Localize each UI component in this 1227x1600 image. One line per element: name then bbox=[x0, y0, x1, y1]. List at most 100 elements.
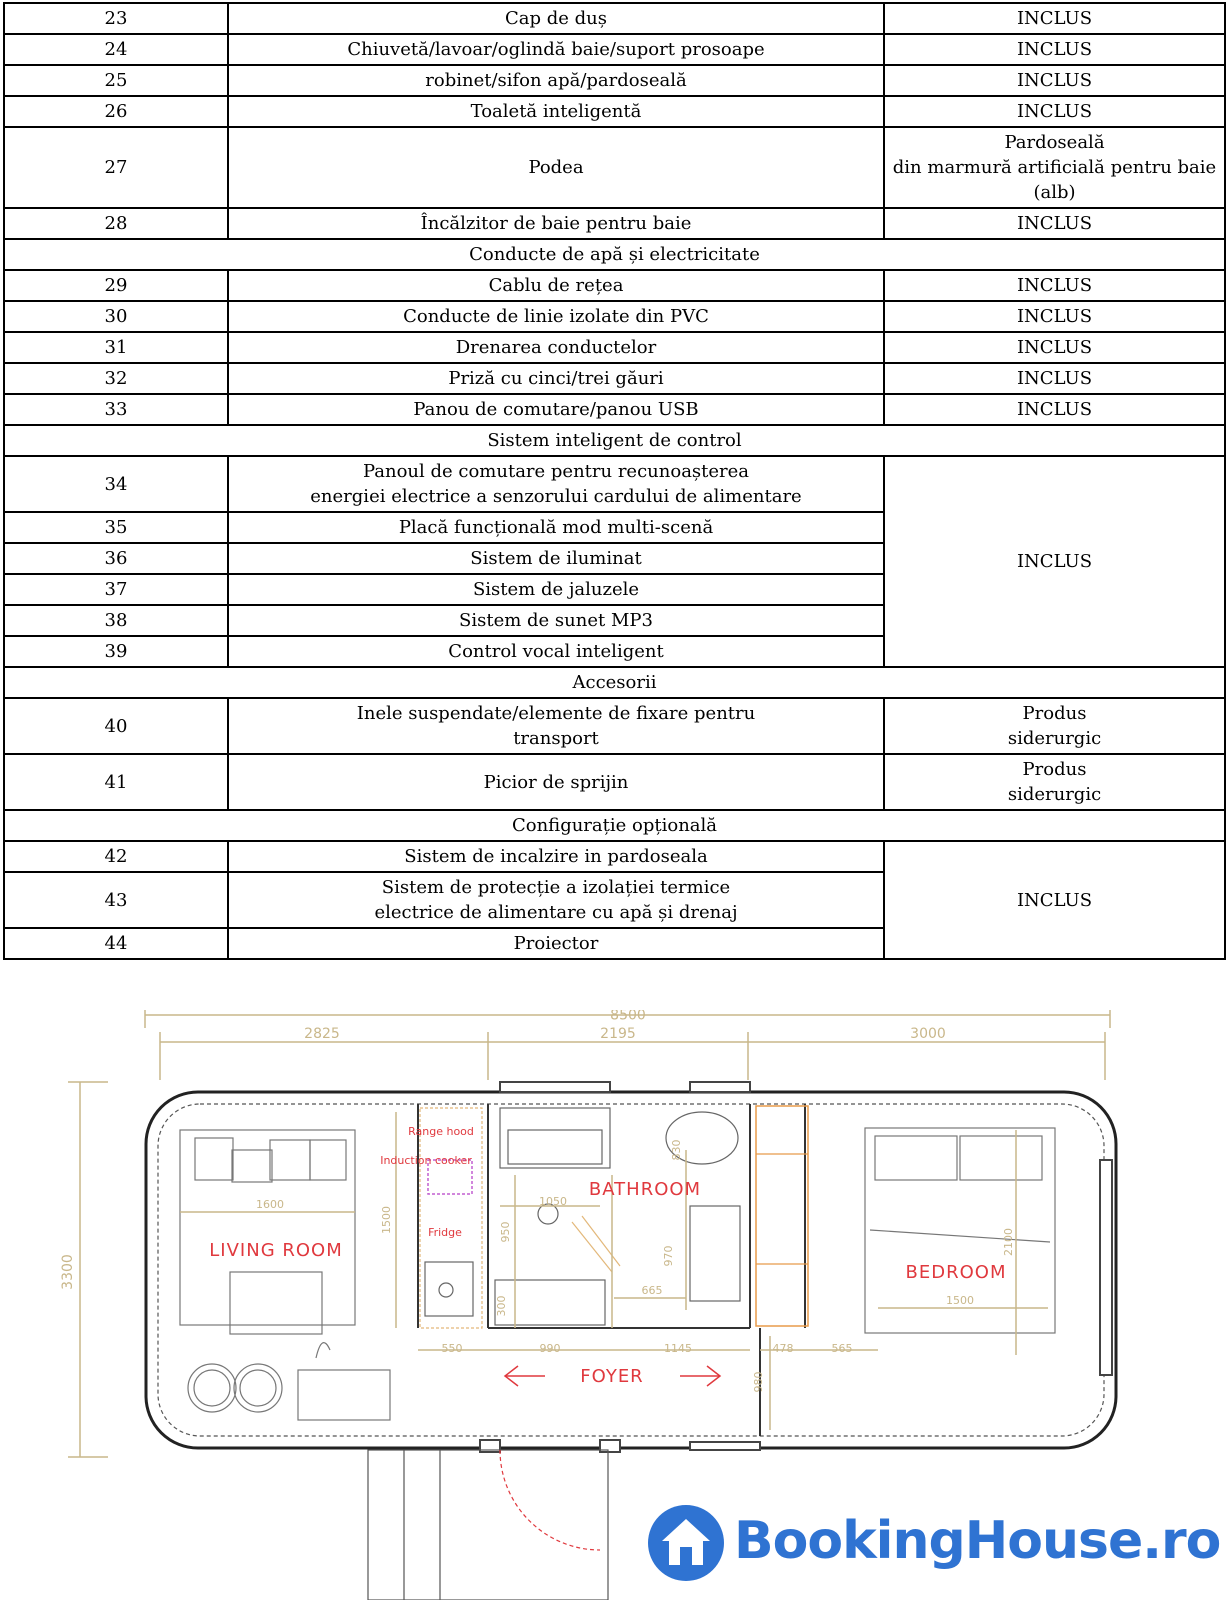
item-number: 24 bbox=[3, 33, 229, 66]
bedroom-furniture bbox=[864, 1127, 1056, 1334]
dim-665: 665 bbox=[642, 1284, 663, 1297]
section-title: Conducte de apă și electricitate bbox=[3, 238, 1226, 271]
item-number: 27 bbox=[3, 126, 229, 209]
section-row: Accesorii bbox=[3, 666, 1226, 699]
section-title: Configurație opțională bbox=[3, 809, 1226, 842]
item-status: Pardoseală din marmură artificială pentr… bbox=[883, 126, 1226, 209]
item-status: INCLUS bbox=[883, 840, 1226, 960]
item-name: Priză cu cinci/trei găuri bbox=[227, 362, 885, 395]
dim-565: 565 bbox=[832, 1342, 853, 1355]
dimension-lines bbox=[68, 1010, 1111, 1458]
item-number: 26 bbox=[3, 95, 229, 128]
item-name: Sistem de sunet MP3 bbox=[227, 604, 885, 637]
item-status: INCLUS bbox=[883, 393, 1226, 426]
item-name: Conducte de linie izolate din PVC bbox=[227, 300, 885, 333]
item-name: Drenarea conductelor bbox=[227, 331, 885, 364]
item-number: 30 bbox=[3, 300, 229, 333]
dim-550: 550 bbox=[442, 1342, 463, 1355]
dim-sink: 1050 bbox=[539, 1195, 567, 1208]
item-name: Încălzitor de baie pentru baie bbox=[227, 207, 885, 240]
item-number: 37 bbox=[3, 573, 229, 606]
item-number: 41 bbox=[3, 753, 229, 811]
item-status: INCLUS bbox=[883, 269, 1226, 302]
item-status: INCLUS bbox=[883, 95, 1226, 128]
dim-990: 990 bbox=[540, 1342, 561, 1355]
item-number: 28 bbox=[3, 207, 229, 240]
dim-height: 3300 bbox=[60, 1254, 76, 1290]
item-status: INCLUS bbox=[883, 207, 1226, 240]
dim-middle: 2195 bbox=[600, 1026, 636, 1042]
item-number: 32 bbox=[3, 362, 229, 395]
dim-830: 830 bbox=[670, 1140, 683, 1161]
item-name: Placă funcțională mod multi-scenă bbox=[227, 511, 885, 544]
label-foyer: FOYER bbox=[580, 1366, 643, 1387]
item-name: Panou de comutare/panou USB bbox=[227, 393, 885, 426]
dim-total: 8500 bbox=[610, 1010, 646, 1024]
floor-plan: 8500 2825 2195 3000 3300 1600 LIVING ROO… bbox=[0, 1010, 1227, 1600]
item-name: Sistem de protecție a izolației termice … bbox=[227, 871, 885, 929]
item-number: 44 bbox=[3, 927, 229, 960]
label-bathroom: BATHROOM bbox=[589, 1179, 701, 1200]
kitchen-counter bbox=[395, 1107, 483, 1329]
bathroom-fixtures bbox=[494, 1107, 741, 1326]
item-name: Cap de duș bbox=[227, 2, 885, 35]
item-status: INCLUS bbox=[883, 2, 1226, 35]
item-status: INCLUS bbox=[883, 455, 1226, 668]
item-status: INCLUS bbox=[883, 33, 1226, 66]
dim-left: 2825 bbox=[304, 1026, 340, 1042]
section-row: Conducte de apă și electricitate bbox=[3, 238, 1226, 271]
brand-logo: BookingHouse.ro bbox=[648, 1505, 1221, 1590]
dim-bed-width: 1500 bbox=[946, 1294, 974, 1307]
label-range-hood: Range hood bbox=[408, 1125, 474, 1138]
item-status: Produs siderurgic bbox=[883, 697, 1226, 755]
partitions bbox=[417, 1104, 806, 1436]
dim-300: 300 bbox=[495, 1296, 508, 1317]
item-number: 33 bbox=[3, 393, 229, 426]
item-name: Picior de sprijin bbox=[227, 753, 885, 811]
item-name: Toaletă inteligentă bbox=[227, 95, 885, 128]
item-number: 42 bbox=[3, 840, 229, 873]
item-number: 23 bbox=[3, 2, 229, 35]
dim-right: 3000 bbox=[910, 1026, 946, 1042]
dim-bed-living: 1600 bbox=[256, 1198, 284, 1211]
dim-kitchen-length: 1500 bbox=[380, 1206, 393, 1234]
item-number: 29 bbox=[3, 269, 229, 302]
item-status: INCLUS bbox=[883, 331, 1226, 364]
item-name: Proiector bbox=[227, 927, 885, 960]
section-title: Accesorii bbox=[3, 666, 1226, 699]
floor-plan-drawing: 8500 2825 2195 3000 3300 1600 LIVING ROO… bbox=[60, 1010, 1118, 1600]
item-number: 43 bbox=[3, 871, 229, 929]
section-title: Sistem inteligent de control bbox=[3, 424, 1226, 457]
dim-970: 970 bbox=[662, 1246, 675, 1267]
item-name: Sistem de incalzire in pardoseala bbox=[227, 840, 885, 873]
item-number: 31 bbox=[3, 331, 229, 364]
item-name: Podea bbox=[227, 126, 885, 209]
dim-1145: 1145 bbox=[664, 1342, 692, 1355]
entry-steps bbox=[367, 1449, 609, 1600]
item-number: 36 bbox=[3, 542, 229, 575]
outer-wall bbox=[144, 1090, 1118, 1450]
item-name: Chiuvetă/lavoar/oglindă baie/suport pros… bbox=[227, 33, 885, 66]
item-name: robinet/sifon apă/pardoseală bbox=[227, 64, 885, 97]
dim-bed-length: 2100 bbox=[1002, 1228, 1015, 1256]
